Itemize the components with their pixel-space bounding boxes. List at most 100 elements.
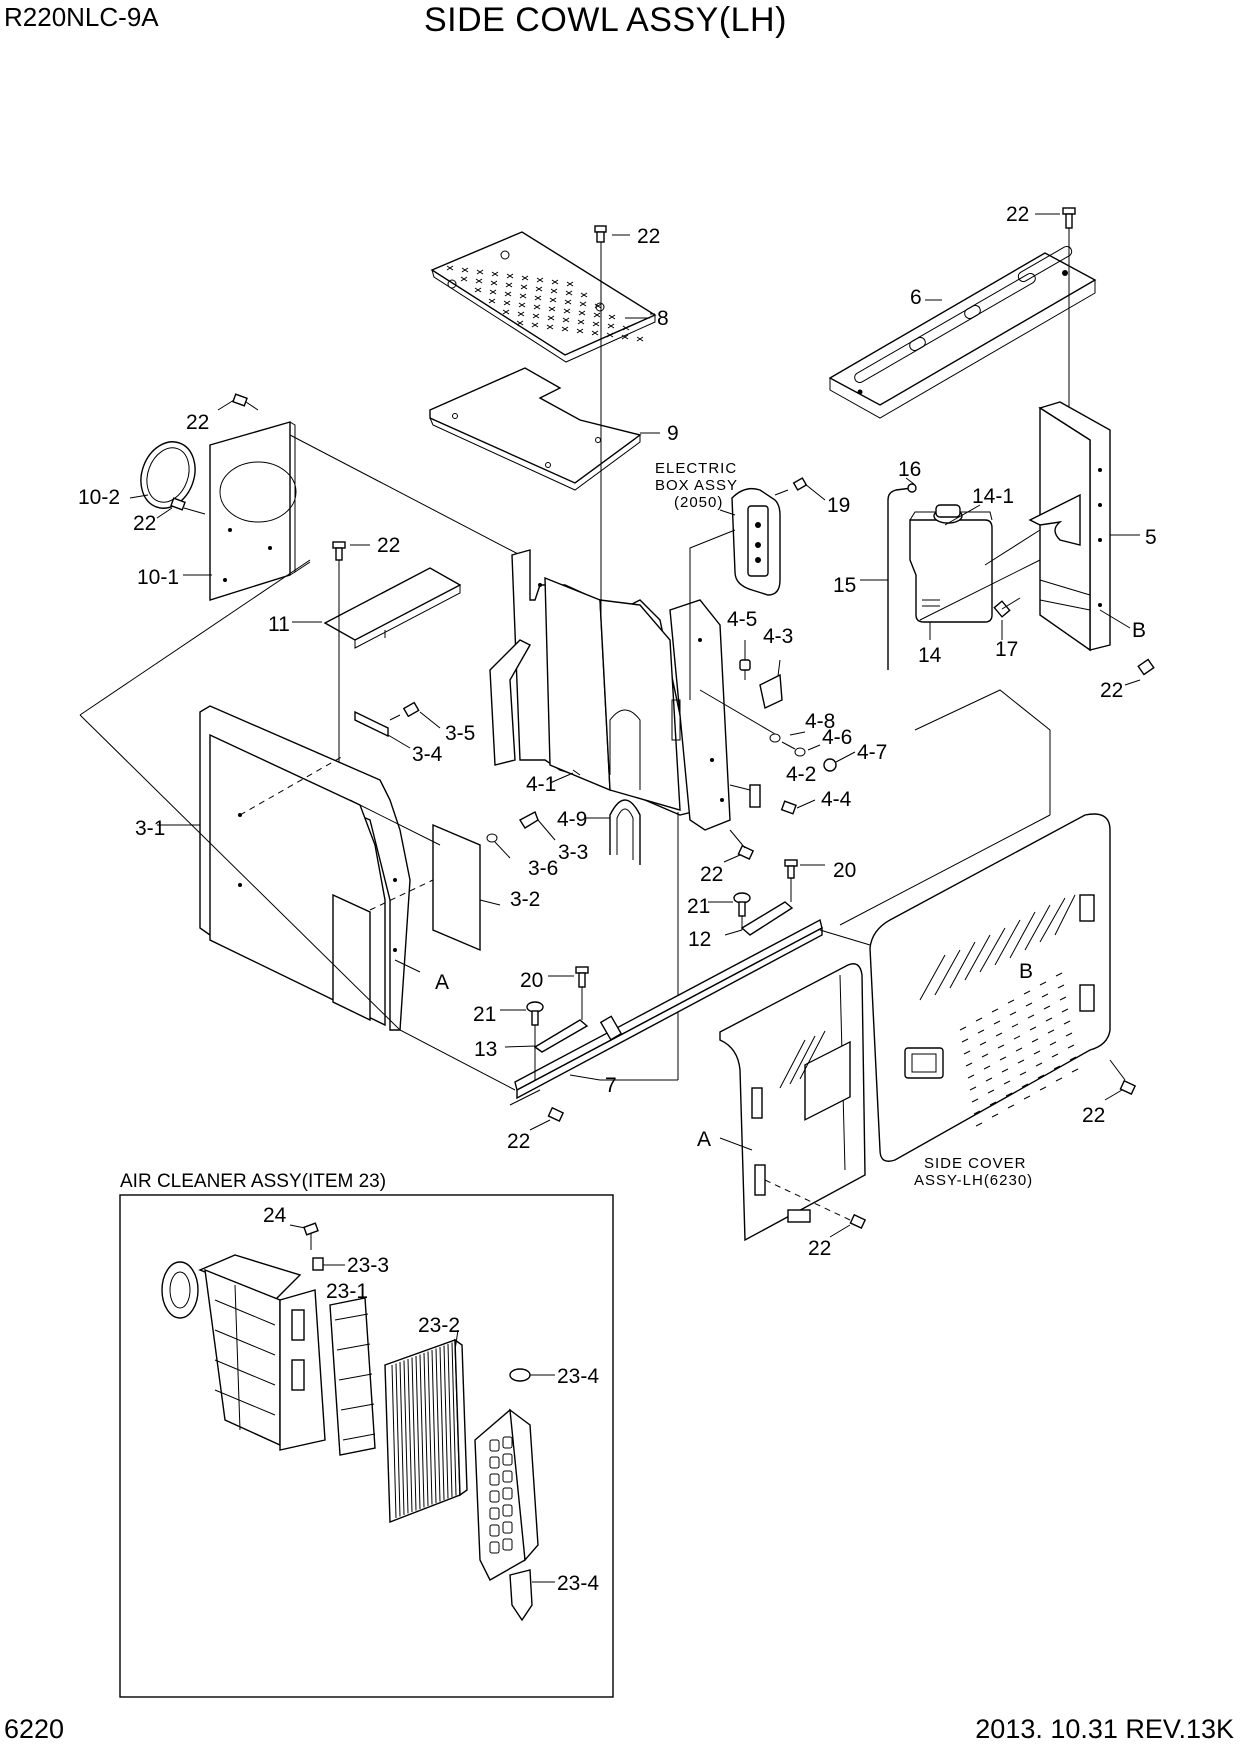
- vent-slot: [1053, 1065, 1061, 1070]
- callout-22-top-mid: 22: [637, 225, 660, 248]
- bolt-4-4: [780, 799, 816, 815]
- part-23-3-clip: [312, 1257, 345, 1271]
- vent-slot: [1037, 1074, 1045, 1079]
- callout-A-left: A: [435, 971, 449, 994]
- callout-13: 13: [474, 1038, 497, 1061]
- callout-15: 15: [833, 574, 856, 597]
- callout-22-above-11: 22: [377, 534, 400, 557]
- vent-slot: [1043, 1005, 1051, 1010]
- part-4-2-hinge: [729, 784, 761, 808]
- callout-23-4-a: 23-4: [557, 1365, 599, 1388]
- vent-slot: [971, 1098, 979, 1103]
- callout-14: 14: [918, 644, 942, 667]
- vent-slot: [1071, 1068, 1079, 1073]
- vent-slot: [1003, 1080, 1011, 1085]
- callout-8: 8: [657, 307, 669, 330]
- diagram-title: SIDE COWL ASSY(LH): [424, 1, 787, 39]
- vent-slot: [1001, 1068, 1009, 1073]
- callout-22-right: 22: [1100, 679, 1123, 702]
- vent-slot: [1011, 1023, 1019, 1028]
- callout-3-4: 3-4: [412, 743, 443, 766]
- vent-slot: [973, 1110, 981, 1115]
- callout-21-a: 21: [687, 895, 710, 918]
- callout-12: 12: [688, 928, 711, 951]
- vent-slot: [1045, 1017, 1053, 1022]
- vent-slot: [1035, 1062, 1043, 1067]
- callout-4-7: 4-7: [857, 741, 887, 764]
- callout-19: 19: [827, 494, 850, 517]
- vent-slot: [1007, 1104, 1015, 1109]
- callout-16: 16: [898, 458, 921, 481]
- part-7-rail: [509, 918, 823, 1106]
- vent-slot: [975, 1122, 983, 1127]
- bolt-20-lower: [548, 966, 589, 1020]
- part-23-4-cap: [509, 1368, 555, 1382]
- vent-slot: [1025, 1002, 1033, 1007]
- revision-date: 2013. 10.31 REV.13K: [975, 1714, 1234, 1744]
- callout-5: 5: [1145, 526, 1157, 549]
- part-15-hose: [887, 487, 913, 670]
- callout-22-panel: 22: [808, 1237, 831, 1260]
- vent-slot: [1065, 1032, 1073, 1037]
- vent-slot: [1009, 1011, 1017, 1016]
- part-10-2-seal-ring: [129, 441, 196, 509]
- callout-3-3: 3-3: [558, 841, 588, 864]
- door-panel: [719, 963, 866, 1242]
- callout-4-4: 4-4: [821, 788, 852, 811]
- vent-slot: [1069, 1056, 1077, 1061]
- electric-box-reference: [689, 487, 781, 700]
- bolt-22-panel: [829, 1213, 867, 1238]
- bolt-22-mid: [723, 829, 755, 863]
- vent-slot: [1033, 1050, 1041, 1055]
- vent-slot: [991, 1113, 999, 1118]
- callout-3-1: 3-1: [135, 817, 165, 840]
- callout-22-mid: 22: [700, 863, 723, 886]
- vent-slot: [1047, 1029, 1055, 1034]
- vent-slot: [1057, 984, 1065, 989]
- callout-4-2: 4-2: [786, 763, 816, 786]
- part-4-3-clip: [759, 659, 783, 710]
- bolt-4-7: [823, 751, 856, 772]
- vent-slot: [1023, 990, 1031, 995]
- vent-slot: [1039, 1086, 1047, 1091]
- vent-slot: [1019, 1071, 1027, 1076]
- vent-slot: [1031, 1038, 1039, 1043]
- vent-slot: [967, 1074, 975, 1079]
- vent-slot: [1061, 1008, 1069, 1013]
- vent-slot: [1015, 1047, 1023, 1052]
- vent-slot: [1021, 1083, 1029, 1088]
- vent-slot: [1007, 999, 1015, 1004]
- callout-20-a: 20: [833, 859, 856, 882]
- bolt-4-5: [739, 640, 751, 680]
- callout-23-4-b: 23-4: [557, 1572, 599, 1595]
- part-9-cover-plate: [429, 367, 642, 491]
- bolt-22-bottom-left: [529, 1106, 565, 1131]
- callout-22-top-right: 22: [1006, 203, 1029, 226]
- callout-B-right: B: [1132, 619, 1146, 642]
- callout-3-2: 3-2: [510, 888, 540, 911]
- side-cover-reference: [869, 813, 1126, 1162]
- callout-B-cover: B: [1019, 960, 1033, 983]
- part-4-1-center-frame: [489, 549, 731, 831]
- vent-slot: [1063, 1020, 1071, 1025]
- vent-slot: [1049, 1041, 1057, 1046]
- bolt-22-upper-left: [217, 393, 259, 411]
- callout-4-1: 4-1: [526, 773, 556, 796]
- note-electric-box-line2: BOX ASSY: [655, 477, 738, 494]
- bolt-22-top: [594, 225, 630, 620]
- note-electric-box-line1: ELECTRIC: [655, 460, 737, 477]
- callout-10-1: 10-1: [137, 566, 179, 589]
- vent-slot: [981, 1053, 989, 1058]
- callout-24: 24: [263, 1204, 287, 1227]
- vent-slot: [975, 1017, 983, 1022]
- air-cleaner-cover: [474, 1408, 539, 1581]
- vent-slot: [989, 1101, 997, 1106]
- part-8-perforated-plate: [430, 231, 657, 363]
- part-3-1-frame-panel: [157, 705, 411, 1031]
- callout-23-1: 23-1: [326, 1280, 368, 1303]
- vent-slot: [1017, 1059, 1025, 1064]
- callout-11: 11: [268, 613, 290, 636]
- note-side-cover-line1: SIDE COVER: [924, 1155, 1027, 1172]
- callout-10-2: 10-2: [78, 486, 120, 509]
- vent-slot: [999, 1056, 1007, 1061]
